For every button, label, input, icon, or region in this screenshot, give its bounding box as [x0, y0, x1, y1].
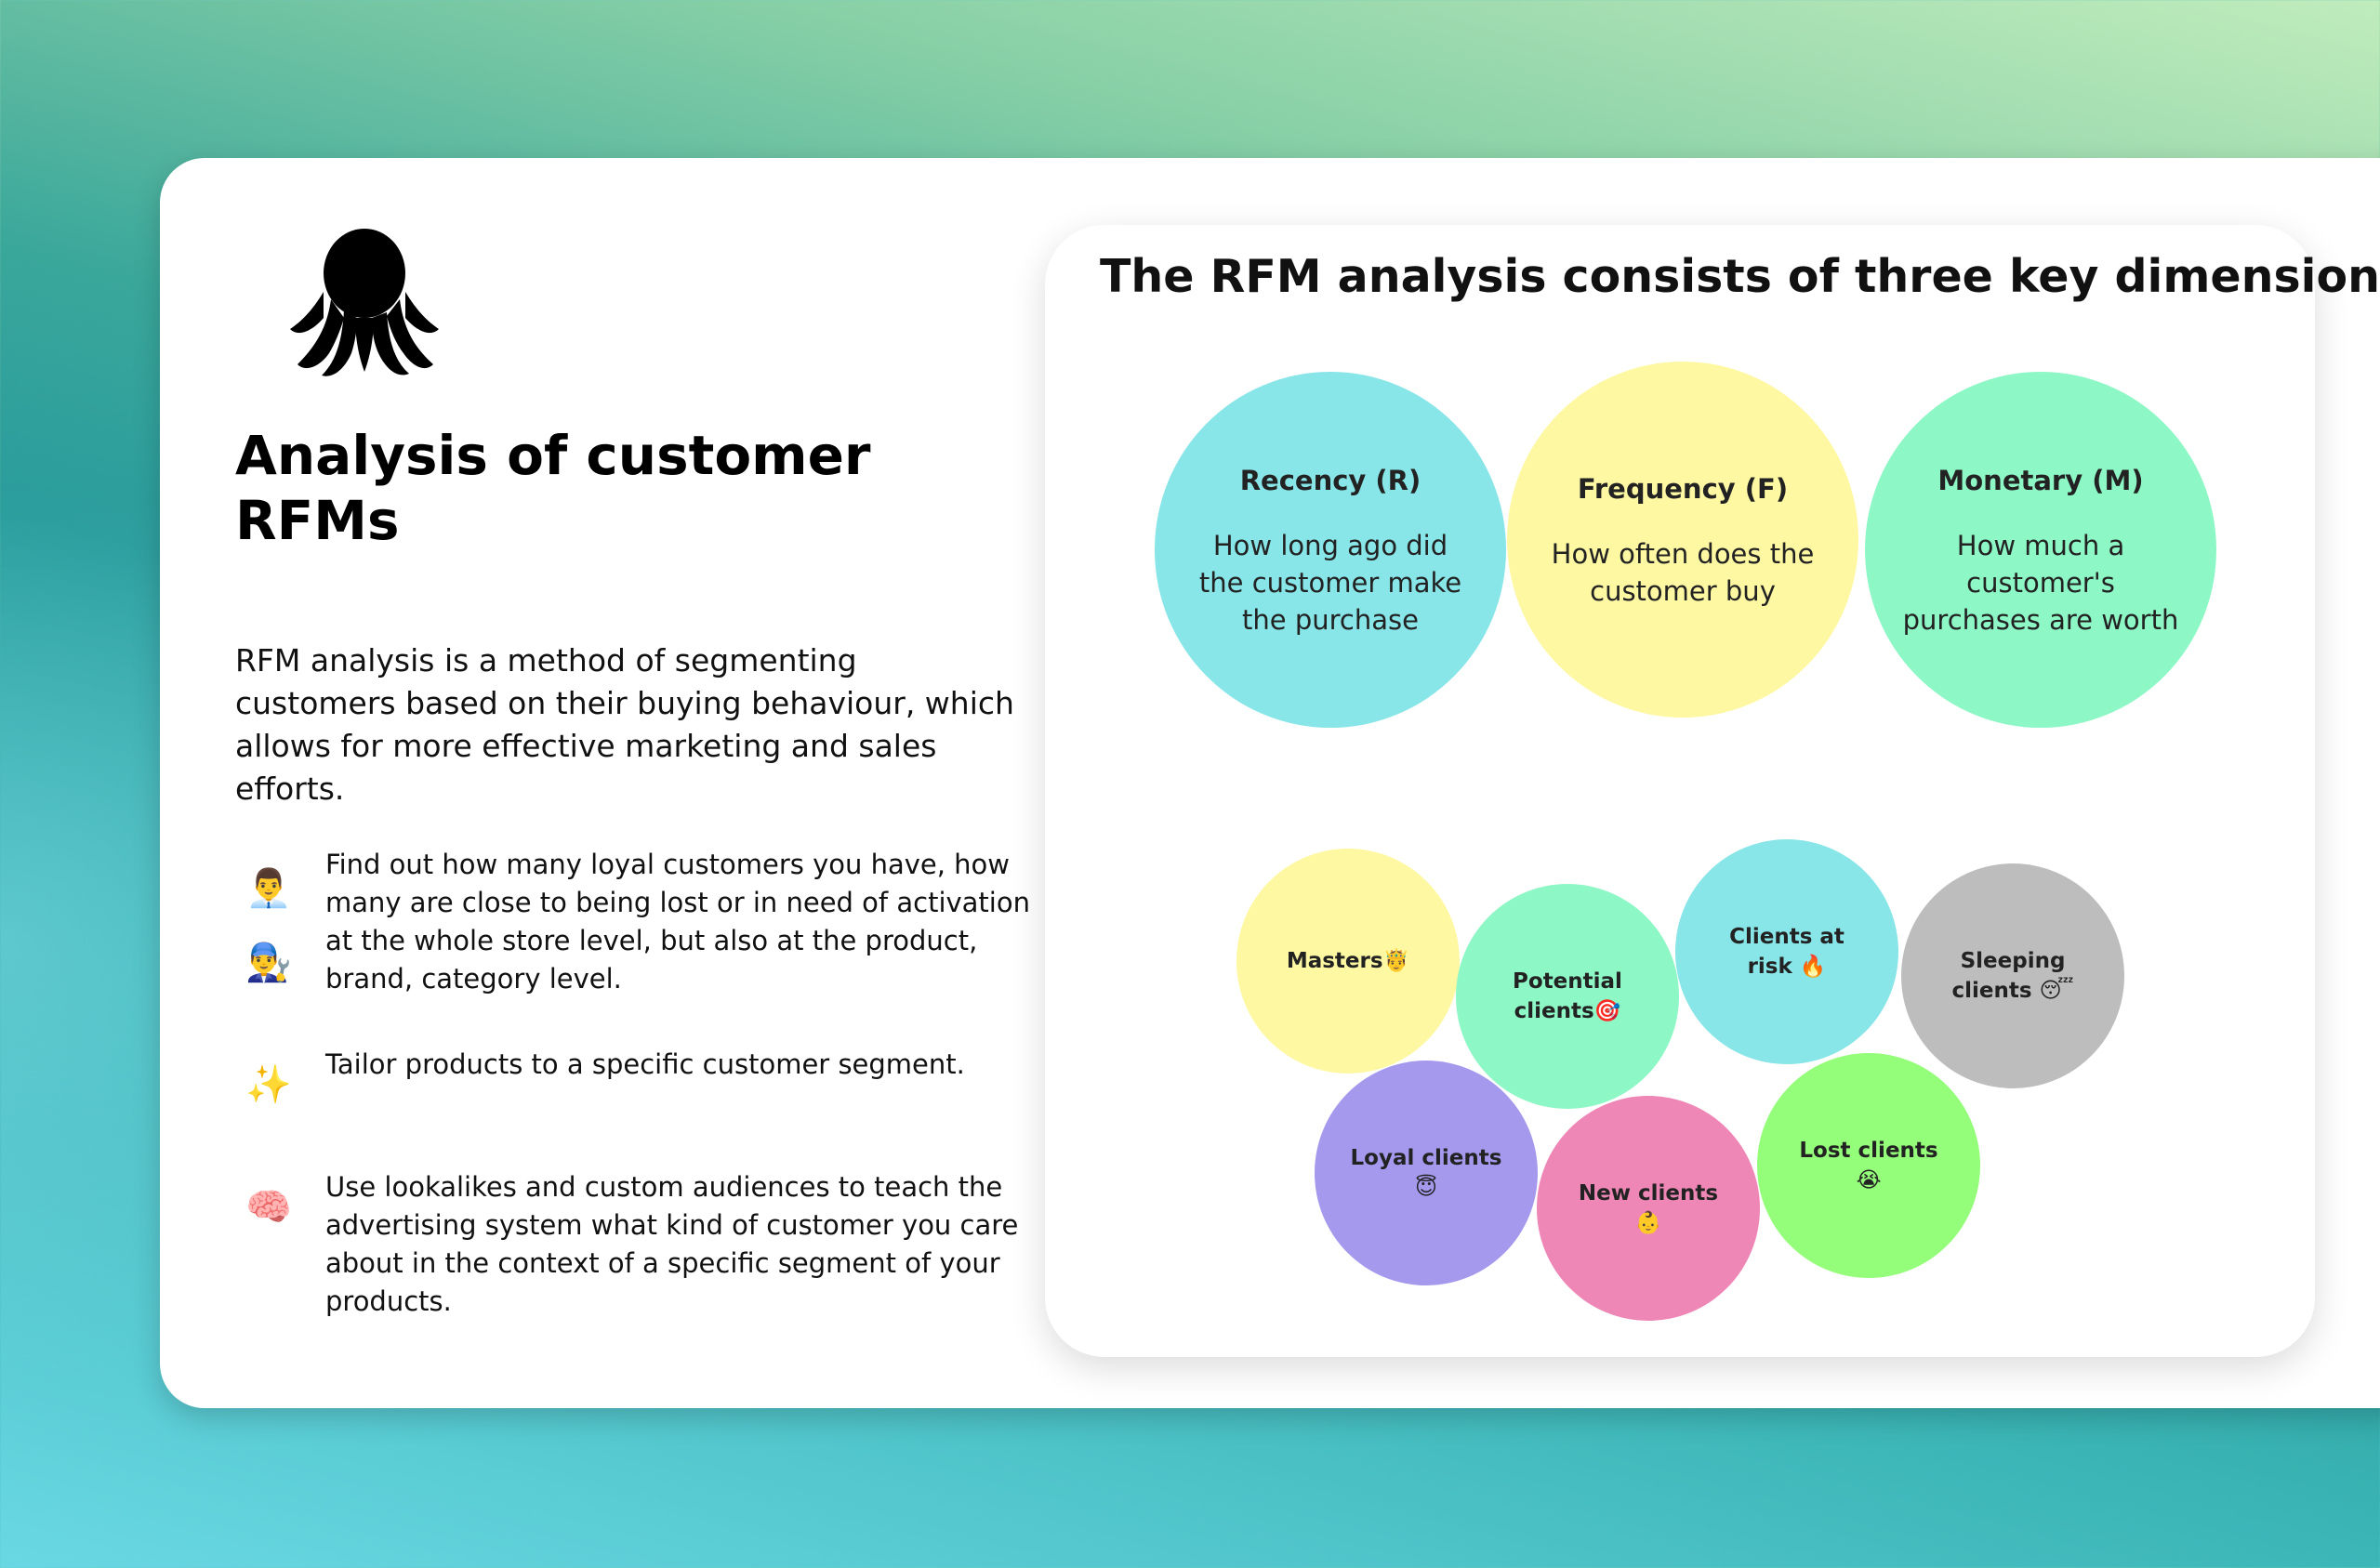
- feature-item-tailor: ✨ Tailor products to a specific customer…: [235, 1046, 1035, 1106]
- intro-text: RFM analysis is a method of segmenting c…: [235, 642, 1014, 807]
- dimension-title: Monetary (M): [1937, 464, 2144, 496]
- dimension-title: Recency (R): [1239, 464, 1421, 496]
- segment-label: Potential clients🎯: [1513, 969, 1622, 1023]
- segment-label: Loyal clients 😇: [1350, 1146, 1502, 1200]
- dimension-desc: How often does the customer buy: [1551, 537, 1815, 607]
- octopus-icon: [290, 225, 439, 378]
- feature-text: Find out how many loyal customers you ha…: [325, 849, 1030, 995]
- dimension-title: Frequency (F): [1577, 472, 1789, 505]
- segment-label: Masters🤴: [1286, 949, 1410, 973]
- people-icon: 👨‍💼 👨‍🔧: [245, 867, 292, 984]
- segment-loyal-clients: Loyal clients 😇: [1315, 1061, 1538, 1285]
- brain-icon: 🧠: [245, 1186, 292, 1229]
- segment-lost-clients: Lost clients 😭: [1757, 1053, 1980, 1278]
- segment-new-clients: New clients 👶: [1537, 1096, 1760, 1321]
- sparkles-icon: ✨: [245, 1063, 292, 1106]
- dimension-desc: How much a customer's purchases are wort…: [1902, 529, 2179, 636]
- segment-label: New clients 👶: [1578, 1181, 1719, 1235]
- segment-potential-clients: Potential clients🎯: [1456, 884, 1679, 1109]
- page-title: Analysis of customer RFMs: [235, 424, 871, 552]
- dimension-desc: How long ago did the customer make the p…: [1198, 529, 1462, 636]
- dimension-recency: Recency (R) How long ago did the custome…: [1155, 372, 1506, 728]
- segment-sleeping-clients: Sleeping clients 😴: [1901, 863, 2124, 1088]
- dimension-monetary: Monetary (M) How much a customer's purch…: [1865, 372, 2216, 728]
- feature-text: Use lookalikes and custom audiences to t…: [325, 1171, 1019, 1317]
- segment-clients-at-risk: Clients at risk 🔥: [1675, 839, 1898, 1064]
- dimension-frequency: Frequency (F) How often does the custome…: [1507, 362, 1858, 718]
- segment-label: Lost clients 😭: [1799, 1139, 1938, 1192]
- panel-title: The RFM analysis consists of three key d…: [1100, 250, 2380, 303]
- segment-masters: Masters🤴: [1236, 849, 1460, 1074]
- segment-label: Clients at risk 🔥: [1729, 925, 1844, 979]
- feature-item-loyal: 👨‍💼 👨‍🔧 Find out how many loyal customer…: [235, 846, 1035, 995]
- segment-label: Sleeping clients 😴: [1951, 949, 2074, 1003]
- feature-text: Tailor products to a specific customer s…: [325, 1048, 965, 1080]
- feature-item-lookalikes: 🧠 Use lookalikes and custom audiences to…: [235, 1168, 1035, 1326]
